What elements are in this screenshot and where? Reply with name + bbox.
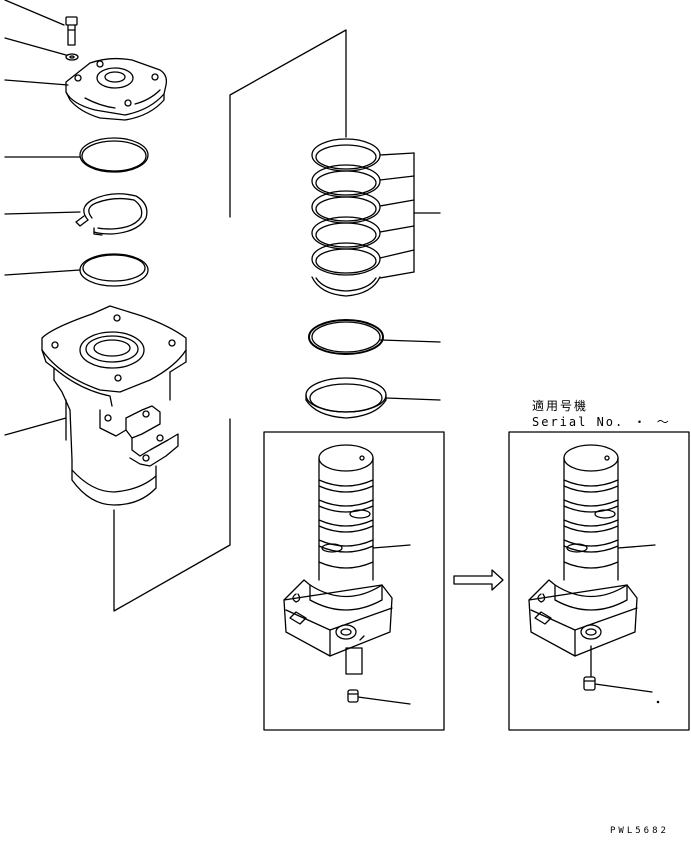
- assembly-link-line-upper: [229, 29, 347, 218]
- seal-ring: [79, 253, 149, 287]
- bolt: [65, 16, 78, 46]
- swivel-joint-body: [41, 305, 187, 506]
- replacement-arrow: [453, 569, 504, 591]
- rotor-shaft: [283, 444, 411, 675]
- snap-ring: [75, 193, 148, 236]
- assembly-link-line: [113, 418, 231, 612]
- o-ring-upper: [79, 137, 149, 173]
- plug-new: [583, 676, 660, 704]
- washer: [65, 53, 79, 61]
- shaft-assembly-box-new: [508, 431, 690, 731]
- plug: [347, 689, 411, 705]
- shaft-assembly-box: [263, 431, 445, 731]
- seal-stack-leaders: [379, 152, 441, 279]
- o-ring-lower: [308, 319, 441, 355]
- applicable-machines-label: 適用号機: [532, 399, 589, 413]
- backup-ring: [305, 377, 441, 419]
- rotor-shaft-new: [528, 444, 656, 677]
- serial-applicability-note: 適用号機 Serial No. ・ ～: [532, 398, 671, 430]
- serial-number-label: Serial No. ・ ～: [532, 415, 671, 429]
- left-leader-lines: [4, 0, 81, 436]
- drawing-code: PWL5682: [610, 826, 669, 836]
- cover-plate: [65, 57, 168, 121]
- slipper-seal-stack: [311, 138, 381, 297]
